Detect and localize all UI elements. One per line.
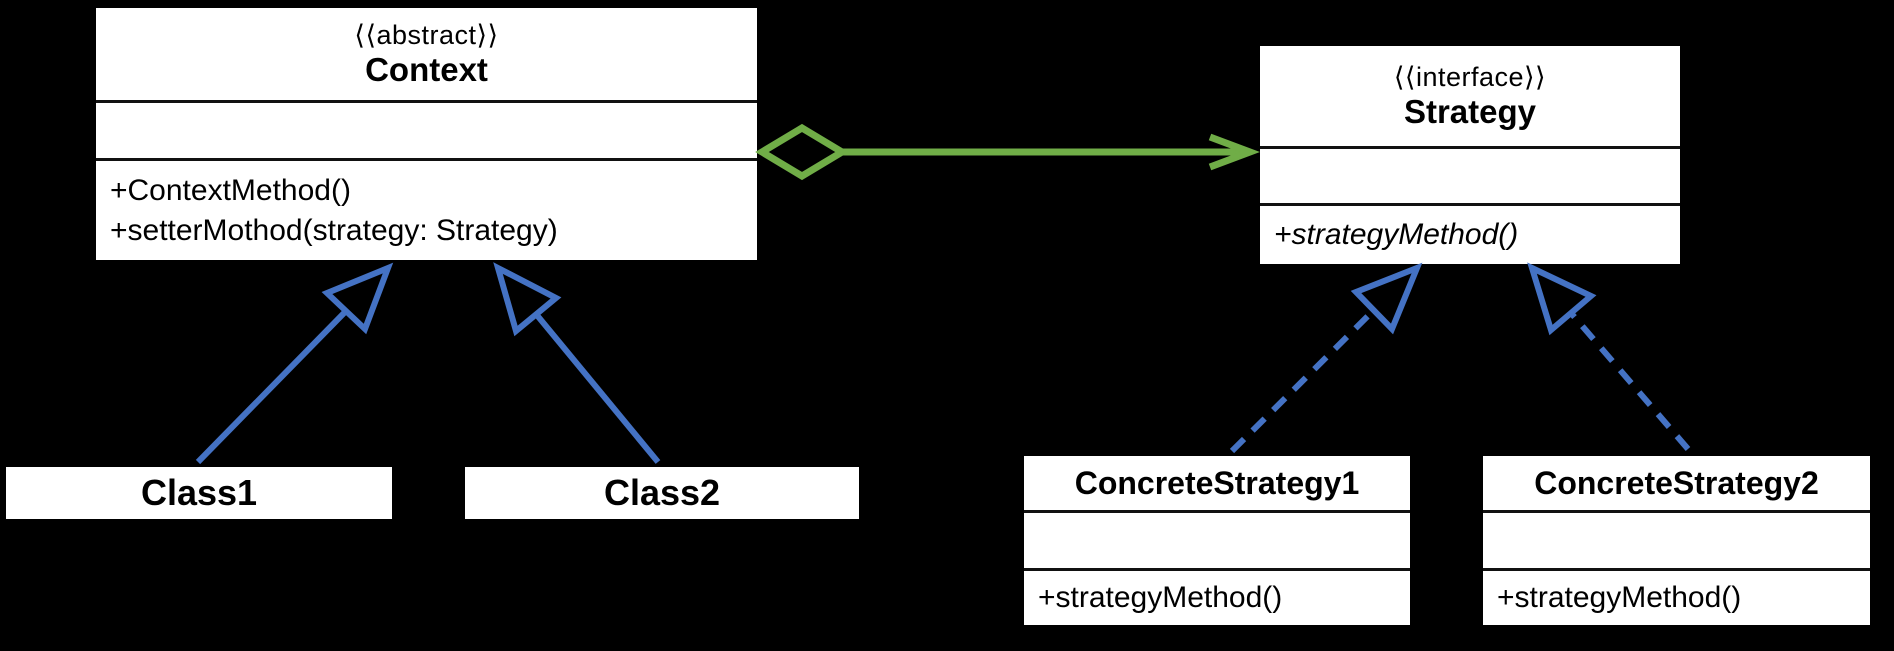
strategy-header: ⟨⟨interface⟩⟩ Strategy: [1260, 46, 1680, 146]
concrete-strategy1-box: ConcreteStrategy1 +strategyMethod(): [1021, 453, 1413, 628]
strategy-method: +strategyMethod(): [1274, 218, 1519, 251]
hollow-triangle-arrowhead-icon: [321, 262, 394, 335]
realization-concrete-strategy1: [1229, 262, 1423, 454]
concrete-strategy2-header: ConcreteStrategy2: [1483, 456, 1870, 510]
class2-name: Class2: [603, 472, 721, 513]
hollow-triangle-arrowhead-icon: [493, 262, 562, 337]
realization-line-concrete-strategy2: [1568, 311, 1691, 451]
inheritance-line-class1: [195, 308, 349, 465]
strategy-attributes-section: [1260, 146, 1680, 203]
aggregation-diamond-icon: [755, 123, 849, 181]
inheritance-line-class2: [533, 312, 661, 464]
realization-concrete-strategy2: [1527, 262, 1691, 451]
context-method: +ContextMethod(): [110, 173, 351, 207]
context-class-box: ⟨⟨abstract⟩⟩ Context +ContextMethod() +s…: [93, 5, 760, 263]
concrete-strategy2-name: ConcreteStrategy2: [1534, 464, 1819, 501]
strategy-interface-name: Strategy: [1403, 92, 1537, 130]
concrete-strategy1-method: +strategyMethod(): [1038, 581, 1283, 614]
concrete-strategy1-name: ConcreteStrategy1: [1074, 464, 1360, 501]
concrete-strategy1-methods-section: +strategyMethod(): [1024, 568, 1410, 625]
hollow-triangle-arrowhead-icon: [1350, 262, 1423, 335]
class1-name: Class1: [140, 472, 258, 513]
inheritance-class1-context: [195, 262, 394, 465]
strategy-stereotype: ⟨⟨interface⟩⟩: [1393, 61, 1547, 92]
realization-line-concrete-strategy1: [1229, 307, 1377, 454]
strategy-methods-section: +strategyMethod(): [1260, 203, 1680, 264]
strategy-interface-box: ⟨⟨interface⟩⟩ Strategy +strategyMethod(): [1257, 43, 1683, 267]
aggregation-arrowhead-icon: [1208, 133, 1260, 171]
hollow-triangle-arrowhead-icon: [1527, 262, 1597, 336]
concrete-strategy2-box: ConcreteStrategy2 +strategyMethod(): [1480, 453, 1873, 628]
context-stereotype: ⟨⟨abstract⟩⟩: [354, 19, 499, 50]
aggregation-context-strategy: [755, 123, 1260, 181]
concrete-strategy2-methods-section: +strategyMethod(): [1483, 568, 1870, 625]
concrete-strategy1-attributes-section: [1024, 510, 1410, 568]
class2-header: Class2: [465, 467, 859, 519]
class1-box: Class1: [3, 464, 395, 522]
inheritance-class2-context: [493, 262, 661, 464]
context-attributes-section: [96, 100, 757, 158]
context-method: +setterMothod(strategy: Strategy): [110, 213, 558, 247]
concrete-strategy2-attributes-section: [1483, 510, 1870, 568]
concrete-strategy2-method: +strategyMethod(): [1497, 581, 1742, 614]
context-methods-section: +ContextMethod() +setterMothod(strategy:…: [96, 158, 757, 260]
context-class-name: Context: [365, 50, 488, 88]
class2-box: Class2: [462, 464, 862, 522]
context-header: ⟨⟨abstract⟩⟩ Context: [96, 8, 757, 100]
concrete-strategy1-header: ConcreteStrategy1: [1024, 456, 1410, 510]
class1-header: Class1: [6, 467, 392, 519]
